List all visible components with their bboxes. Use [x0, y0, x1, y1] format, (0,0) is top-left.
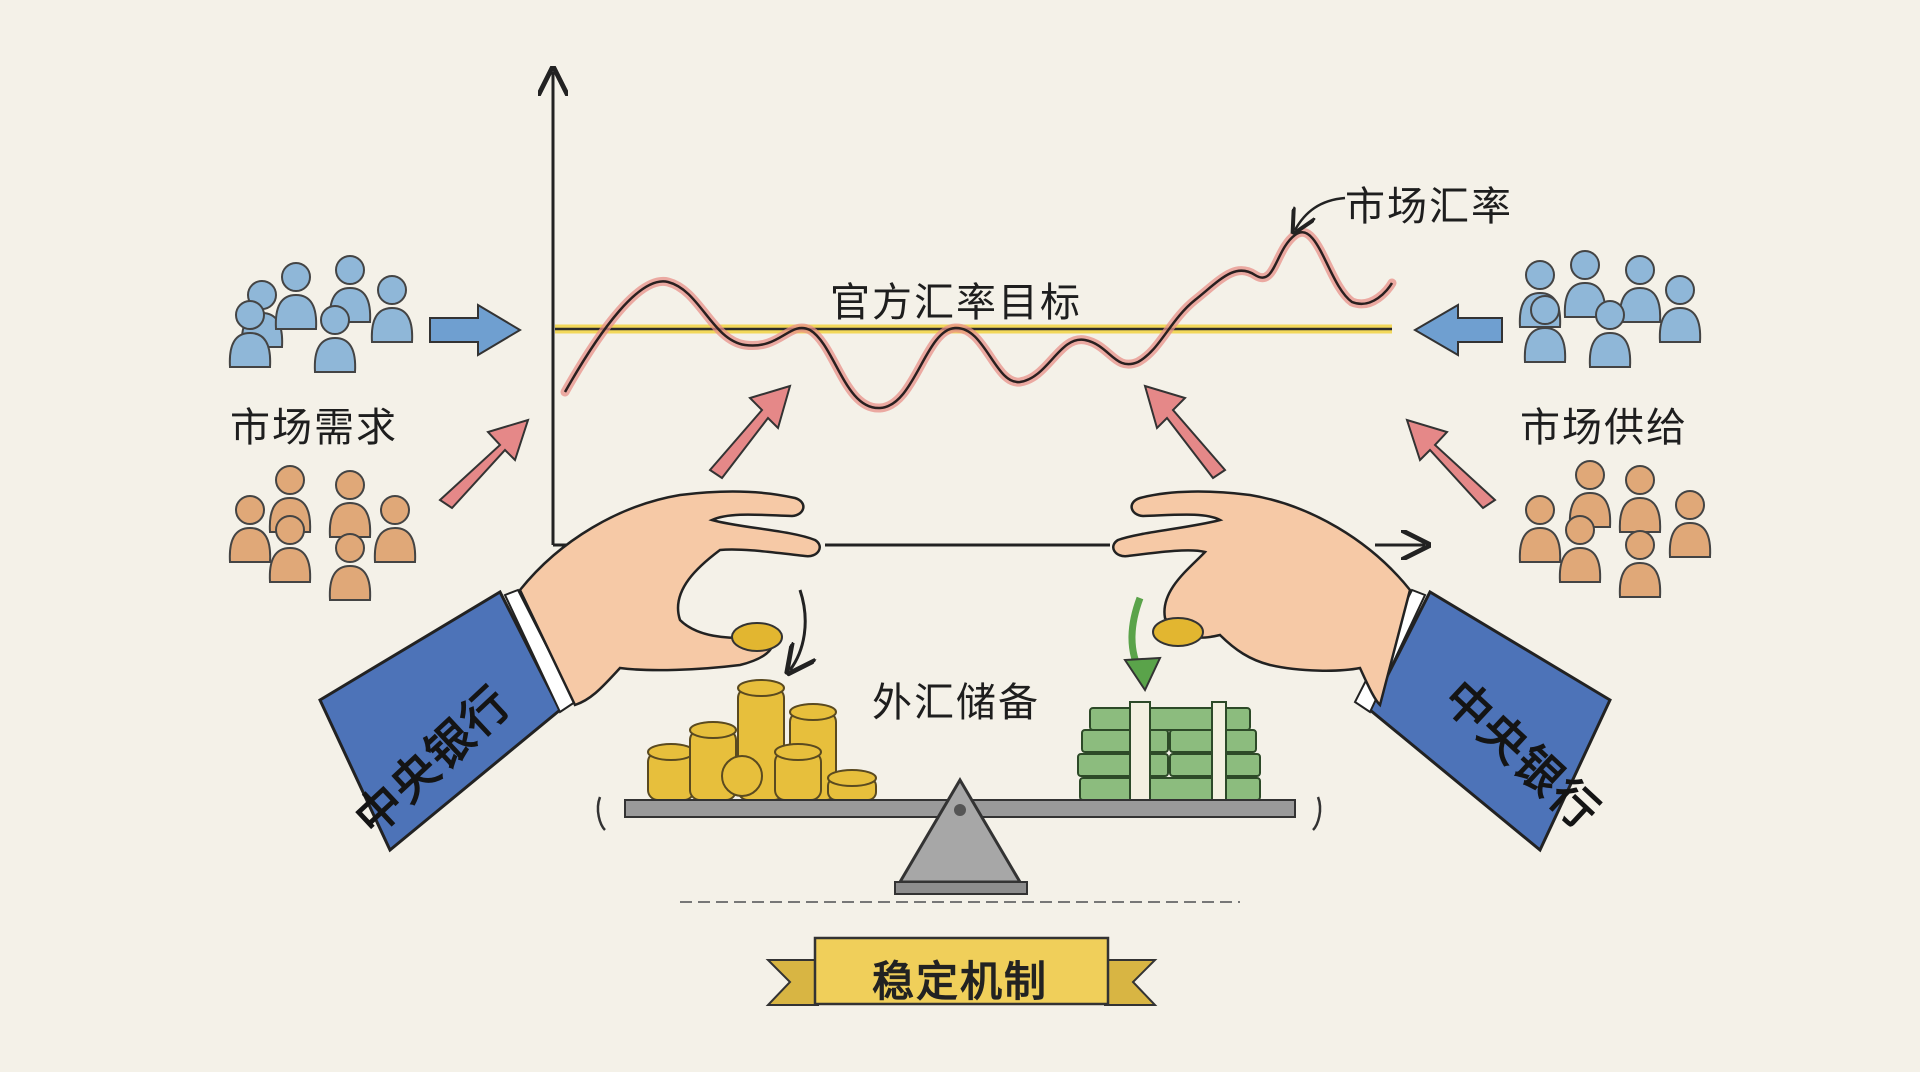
seesaw-icon	[596, 777, 1322, 903]
fx-reserves-label: 外汇储备	[872, 680, 1040, 726]
market-rate-line-ink	[563, 231, 1394, 410]
stabilization-label: 稳定机制	[872, 957, 1049, 1006]
ribbon-icon	[765, 936, 1158, 1006]
market-supply-label: 市场供给	[1520, 405, 1688, 451]
ribbon-body	[813, 936, 1110, 1006]
right-hand	[1112, 490, 1612, 853]
influence-arrows	[438, 384, 1497, 510]
seesaw-pivot	[897, 777, 1023, 884]
held-coin-right	[1152, 617, 1204, 647]
reserve-arrow-left	[790, 589, 805, 670]
demand-arrow-blue	[429, 303, 522, 357]
market-rate-label: 市场汇率	[1345, 184, 1513, 230]
reserve-arrow-right-head	[1123, 656, 1162, 693]
coin-stacks	[647, 679, 877, 801]
market-demand-label: 市场需求	[230, 405, 398, 451]
official-target-label: 官方汇率目标	[830, 280, 1082, 326]
banknote-stacks	[1077, 701, 1261, 803]
left-hand	[318, 490, 821, 853]
left-hand-shape	[518, 490, 821, 707]
demand-people-blue	[228, 255, 414, 373]
right-hand-shape	[1112, 490, 1412, 708]
supply-people-blue	[1518, 250, 1702, 368]
supply-arrow-blue	[1413, 303, 1503, 357]
demand-people-orange	[228, 465, 417, 601]
supply-people-orange	[1518, 460, 1712, 598]
held-coin	[731, 622, 783, 652]
market-rate-pointer	[1295, 196, 1346, 230]
